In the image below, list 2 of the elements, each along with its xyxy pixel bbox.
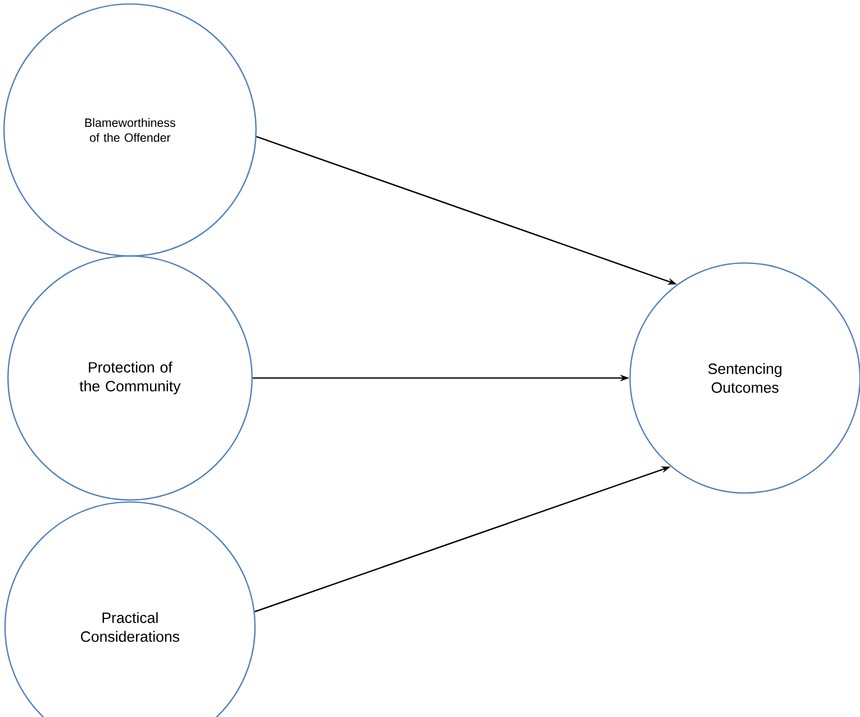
circle-node: Protection of the Community (7, 255, 253, 501)
circle-node: Blameworthiness of the Offender (3, 3, 257, 257)
